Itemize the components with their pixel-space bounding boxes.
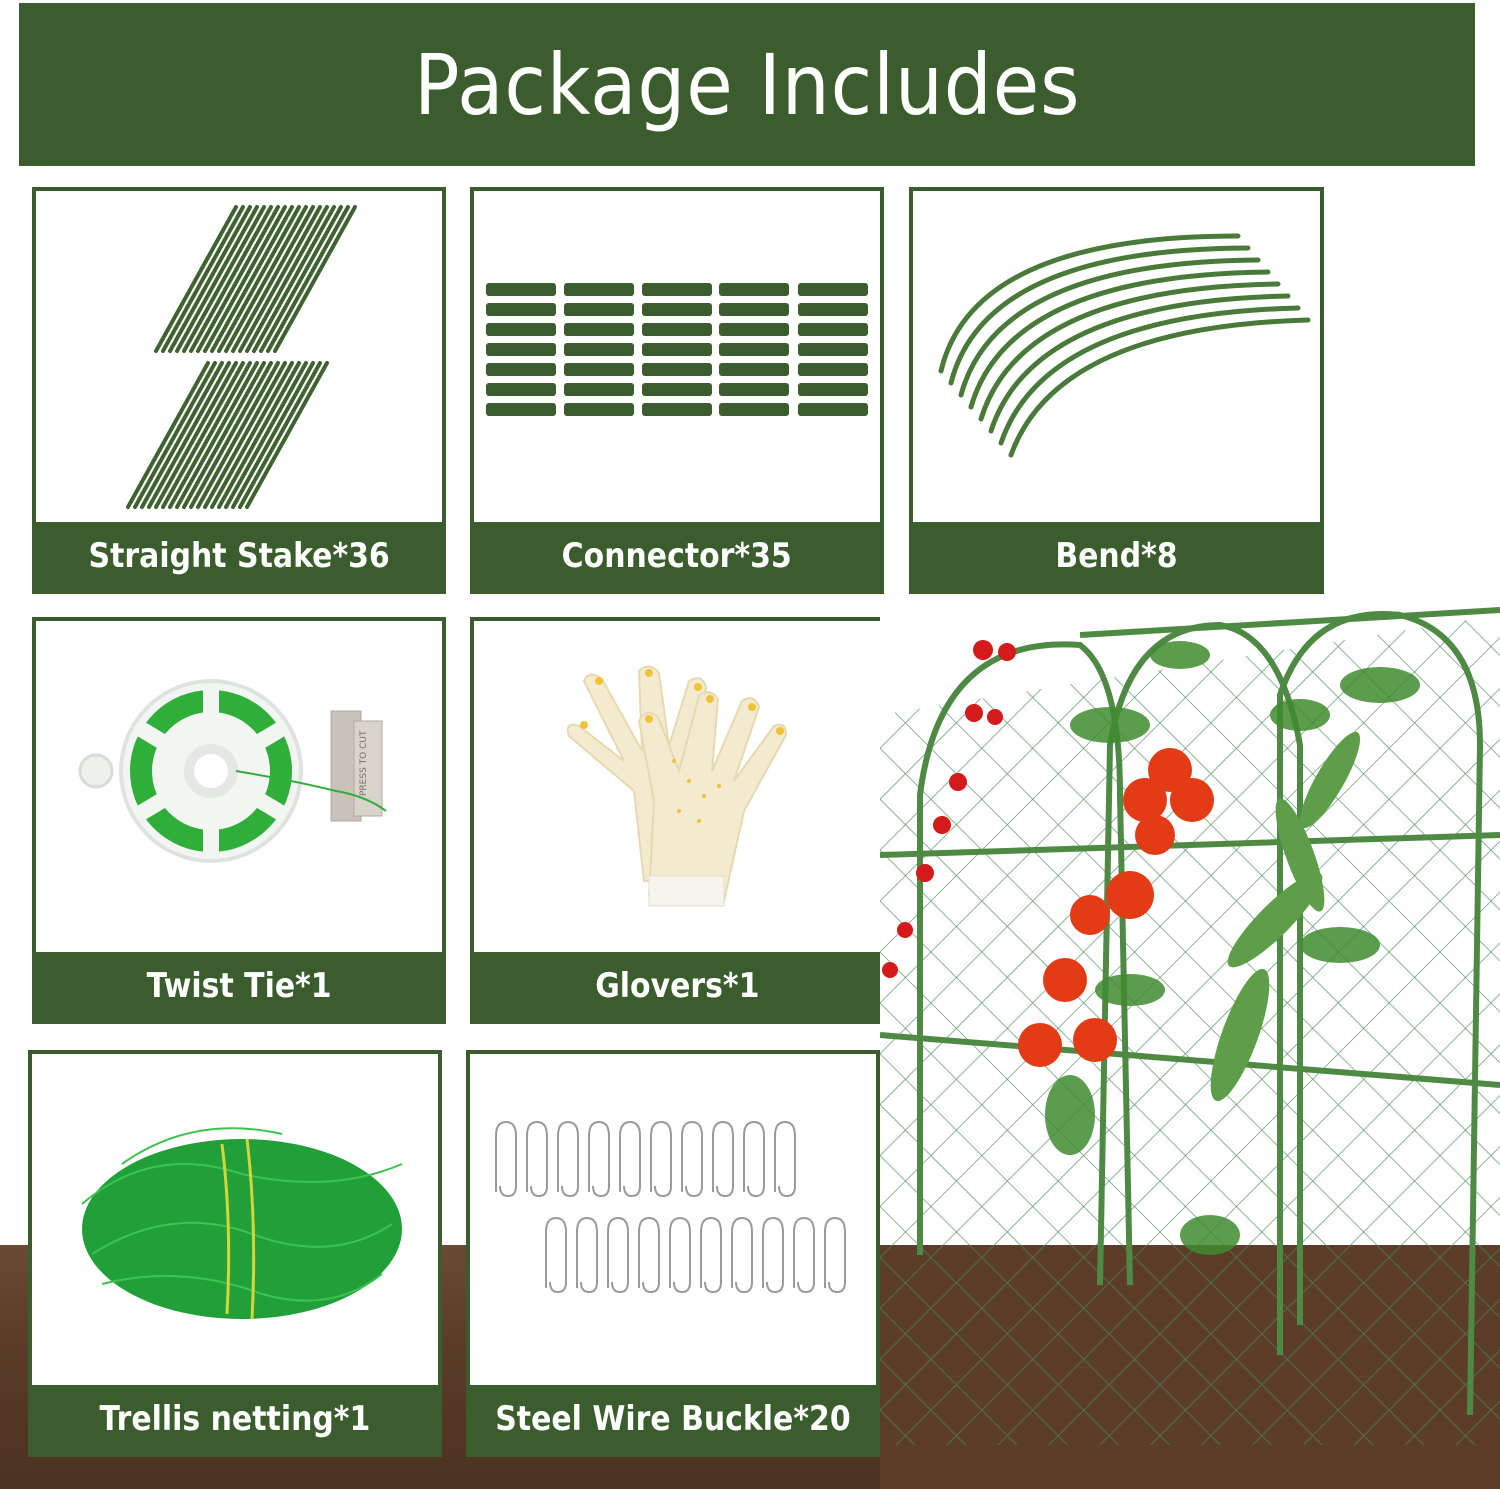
item-label: Bend*8 (913, 522, 1320, 590)
item-tile-trellis-netting: Trellis netting*1 (28, 1050, 442, 1457)
item-label-text: Glovers*1 (594, 966, 760, 1006)
item-label-text: Straight Stake*36 (88, 536, 390, 576)
item-tile-bend: Bend*8 (909, 187, 1324, 594)
steel-wire-buckles-image (470, 1054, 876, 1385)
item-label-text: Bend*8 (1055, 536, 1178, 576)
item-label: Steel Wire Buckle*20 (470, 1385, 876, 1453)
item-label-text: Trellis netting*1 (99, 1399, 371, 1439)
svg-text:PRESS TO CUT: PRESS TO CUT (359, 730, 369, 796)
item-label-text: Steel Wire Buckle*20 (495, 1399, 851, 1439)
item-label: Trellis netting*1 (32, 1385, 438, 1453)
item-label-text: Twist Tie*1 (146, 966, 332, 1006)
straight-stakes-image (36, 191, 442, 522)
trellis-product-photo (880, 595, 1500, 1489)
item-tile-glovers: Glovers*1 (470, 617, 884, 1024)
item-label: Connector*35 (474, 522, 880, 590)
page-header: Package Includes (19, 3, 1475, 166)
item-tile-twist-tie: PRESS TO CUT Twist Tie*1 (32, 617, 446, 1024)
twist-tie-reel-image: PRESS TO CUT (36, 621, 442, 952)
item-label-text: Connector*35 (561, 536, 793, 576)
trellis-netting-image (32, 1054, 438, 1385)
item-tile-steel-wire-buckle: Steel Wire Buckle*20 (466, 1050, 880, 1457)
item-label: Straight Stake*36 (36, 522, 442, 590)
gloves-image (474, 621, 880, 952)
page-title: Package Includes (413, 35, 1081, 134)
item-tile-straight-stake: Straight Stake*36 (32, 187, 446, 594)
item-label: Twist Tie*1 (36, 952, 442, 1020)
item-label: Glovers*1 (474, 952, 880, 1020)
connectors-image (474, 191, 880, 522)
item-tile-connector: Connector*35 (470, 187, 884, 594)
bends-image (913, 191, 1320, 522)
